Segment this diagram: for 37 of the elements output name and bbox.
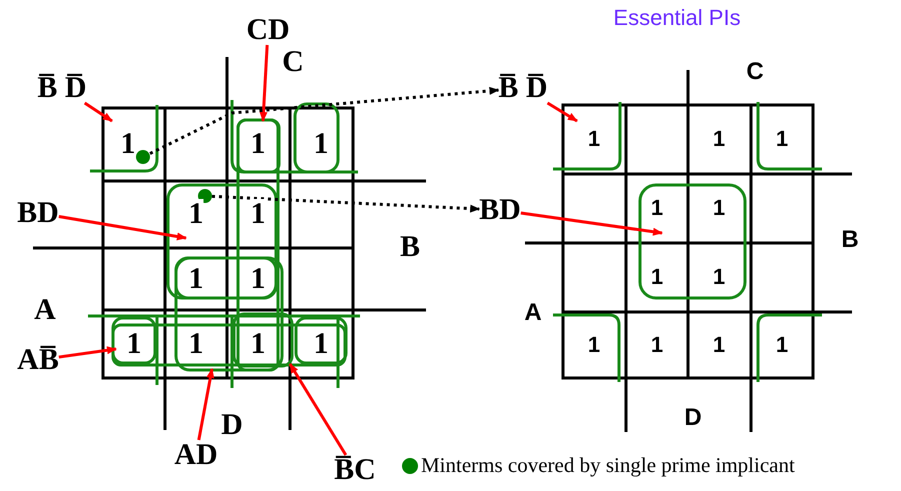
variable-label: D <box>221 410 243 440</box>
minterm-dot <box>136 150 150 164</box>
term-label: B̅ D̅ <box>37 73 87 103</box>
leader-arrow <box>197 368 214 440</box>
term-label: AB̅ <box>17 345 59 375</box>
variable-label: C <box>746 60 764 84</box>
implicant-loop-corner <box>553 102 622 170</box>
dotted-arrow <box>212 194 480 213</box>
minterm-dot <box>198 189 212 203</box>
implicant-loop <box>112 316 156 364</box>
implicant-loop-corner <box>90 105 158 172</box>
leader-arrow <box>520 211 663 236</box>
leader-arrow <box>58 346 117 359</box>
variable-label: A <box>34 295 56 325</box>
term-label: CD <box>246 15 290 45</box>
term-label: BD <box>479 195 521 225</box>
implicant-loop <box>232 312 294 368</box>
leader-arrow <box>288 363 348 456</box>
variable-label: B <box>841 228 859 252</box>
implicant-loop <box>174 256 284 372</box>
dotted-arrow <box>149 86 500 155</box>
legend-text: Minterms covered by single prime implicant <box>421 454 795 478</box>
implicant-loop <box>236 118 280 174</box>
map-title: Essential PIs <box>613 7 741 29</box>
leader-arrow <box>58 215 187 240</box>
variable-label: D <box>684 406 702 430</box>
implicant-loop <box>638 184 746 300</box>
term-label: B̅C <box>334 455 376 485</box>
leader-arrow <box>84 102 113 122</box>
variable-label: C <box>282 47 304 77</box>
term-label: AD <box>174 440 218 470</box>
term-label: BD <box>17 198 59 228</box>
variable-label: B <box>400 232 420 262</box>
implicant-loop <box>166 184 278 300</box>
term-label: B̅ D̅ <box>498 73 548 103</box>
leader-arrow <box>260 44 269 122</box>
variable-label: A <box>524 301 542 325</box>
